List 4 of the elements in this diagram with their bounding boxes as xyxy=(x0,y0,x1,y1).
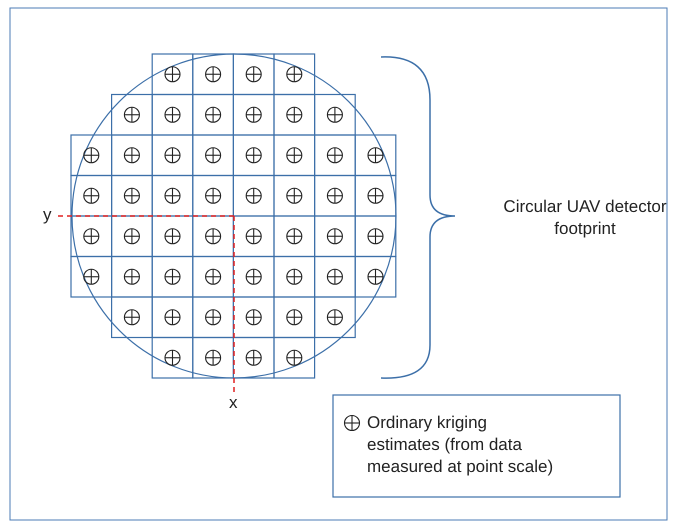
axis-label: x xyxy=(229,392,238,414)
legend-text: Ordinary kriging estimates (from data measured at point scale) xyxy=(367,412,554,478)
footprint-caption: Circular UAV detector footprint xyxy=(502,196,668,240)
axis-label: y xyxy=(43,204,52,226)
